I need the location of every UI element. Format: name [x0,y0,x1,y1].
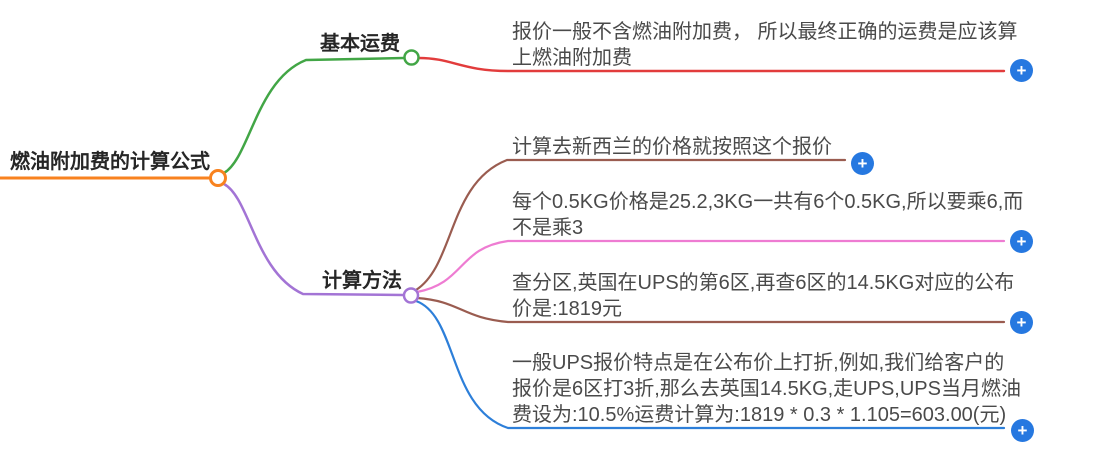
add-child-button[interactable]: + [1011,419,1034,442]
leaf-line-discount-formula [414,299,1006,430]
leaf-node-discount-formula[interactable]: 一般UPS报价特点是在公布价上打折,例如,我们给客户的 报价是6区打3折,那么去… [512,352,1021,426]
leaf-line-zone-lookup [415,296,1006,324]
leaf-line-quote-note [417,56,1006,73]
branch-junction-dot-basic-freight[interactable] [403,49,420,66]
leaf-line-halfkg-price [415,239,1006,294]
root-junction-dot[interactable] [209,169,227,187]
add-child-button[interactable]: + [1010,59,1033,82]
plus-icon: + [1016,232,1027,251]
plus-icon: + [1017,421,1028,440]
add-child-button[interactable]: + [1010,230,1033,253]
add-child-button[interactable]: + [851,152,874,175]
root-node-label[interactable]: 燃油附加费的计算公式 [10,151,210,173]
leaf-node-newzealand[interactable]: 计算去新西兰的价格就按照这个报价 [512,136,832,158]
branch-junction-dot-calculation-method[interactable] [402,287,420,304]
plus-icon: + [1016,61,1027,80]
plus-icon: + [857,154,868,173]
leaf-node-halfkg-price[interactable]: 每个0.5KG价格是25.2,3KG一共有6个0.5KG,所以要乘6,而 不是乘… [512,191,1024,239]
leaf-node-quote-note[interactable]: 报价一般不含燃油附加费， 所以最终正确的运费是应该算 上燃油附加费 [512,21,1018,69]
branch-line-basic-freight [222,56,406,175]
leaf-node-zone-lookup[interactable]: 查分区,英国在UPS的第6区,再查6区的14.5KG对应的公布 价是:1819元 [512,272,1015,320]
branch-line-calculation-method [222,182,405,297]
branch-node-basic-freight[interactable]: 基本运费 [320,33,400,55]
branch-node-calculation-method[interactable]: 计算方法 [322,270,402,292]
add-child-button[interactable]: + [1010,311,1033,334]
plus-icon: + [1016,313,1027,332]
leaf-line-newzealand [414,158,847,292]
